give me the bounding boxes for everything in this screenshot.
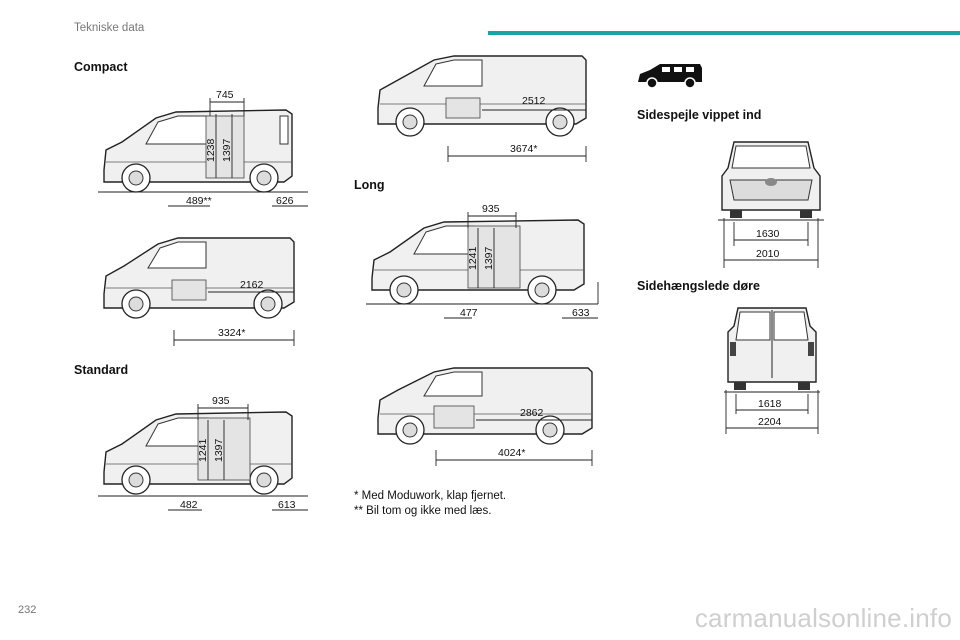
front-mirror-width: 2010 (756, 248, 780, 260)
compact-cargo-diagram: 2162 3324* (103, 237, 295, 346)
section-compact: Compact (74, 60, 128, 74)
long-cargo-diagram: 2862 4024* (377, 367, 593, 466)
long-sill-label: 477 (460, 307, 478, 319)
compact-width-label: 745 (216, 89, 234, 101)
rear-view-diagram: 1618 2204 (724, 307, 820, 434)
long-height-inner: 1241 (467, 246, 479, 270)
long-total-length: 4024* (498, 447, 525, 459)
footnote-empty-vehicle: ** Bil tom og ikke med læs. (354, 505, 492, 517)
front-view-diagram: 1630 2010 (718, 141, 824, 268)
compact-total-length: 3324* (218, 327, 245, 339)
rear-track-width: 1618 (758, 398, 782, 410)
standard-height-outer: 1397 (213, 438, 225, 462)
standard-side-diagram: 935 1241 1397 482 613 (98, 395, 308, 511)
standard-rear-label: 613 (278, 499, 296, 511)
van-silhouette-icon (638, 64, 702, 89)
standard-total-length: 3674* (510, 143, 537, 155)
section-mirrors: Sidespejle vippet ind (637, 108, 762, 122)
compact-height-inner: 1238 (205, 138, 217, 162)
header-accent-bar (488, 31, 960, 35)
long-side-diagram: 935 1241 1397 477 633 (366, 203, 599, 319)
compact-cargo-length: 2162 (240, 279, 264, 291)
rear-door-width: 2204 (758, 416, 782, 428)
section-doors: Sidehængslede døre (637, 279, 760, 293)
standard-cargo-diagram: 2512 3674* (377, 55, 587, 162)
compact-rear-label: 626 (276, 195, 294, 207)
compact-side-diagram: 745 1238 1397 489** 626 (98, 89, 308, 207)
footnote-moduwork: * Med Moduwork, klap fjernet. (354, 490, 507, 502)
long-cargo-length: 2862 (520, 407, 544, 419)
front-track-width: 1630 (756, 228, 780, 240)
compact-sill-label: 489** (186, 195, 212, 207)
header-title: Tekniske data (74, 22, 145, 34)
long-height-outer: 1397 (483, 246, 495, 270)
long-rear-label: 633 (572, 307, 590, 319)
page-number: 232 (18, 604, 37, 616)
long-width-label: 935 (482, 203, 500, 215)
standard-sill-label: 482 (180, 499, 198, 511)
section-standard: Standard (74, 363, 129, 377)
standard-cargo-length: 2512 (522, 95, 546, 107)
standard-height-inner: 1241 (197, 438, 209, 462)
section-long: Long (354, 178, 385, 192)
standard-width-label: 935 (212, 395, 230, 407)
compact-height-outer: 1397 (221, 138, 233, 162)
watermark: carmanualsonline.info (694, 603, 952, 633)
